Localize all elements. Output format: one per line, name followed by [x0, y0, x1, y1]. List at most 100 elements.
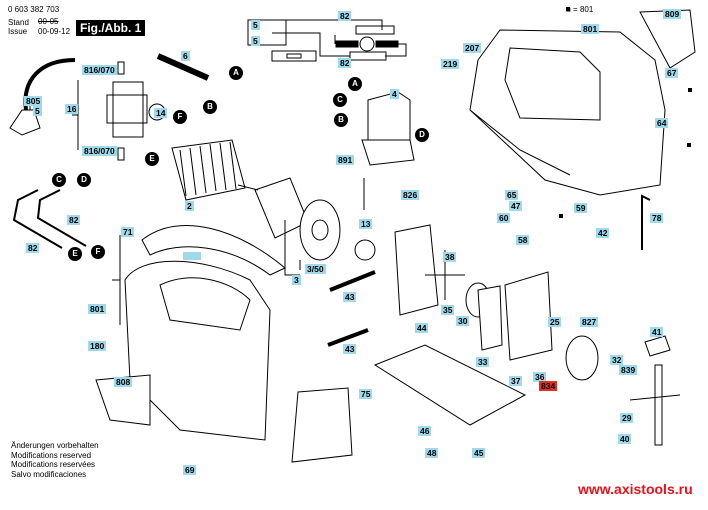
disclaimer-notes: Änderungen vorbehalten Modifications res…: [11, 441, 99, 479]
part-label-816-070[interactable]: 816/070: [82, 65, 117, 75]
part-label-219[interactable]: 219: [441, 59, 460, 69]
part-label-3-50[interactable]: 3/50: [305, 264, 326, 274]
part-label-71[interactable]: 71: [121, 227, 135, 237]
part-label-64[interactable]: 64: [655, 118, 669, 128]
part-label-38[interactable]: 38: [443, 252, 457, 262]
part-label-41[interactable]: 41: [650, 327, 664, 337]
part-label-25[interactable]: 25: [548, 317, 562, 327]
part-label-82[interactable]: 82: [338, 58, 352, 68]
part-label-36[interactable]: 36: [533, 372, 547, 382]
part-label-48[interactable]: 48: [425, 448, 439, 458]
marker-square-icon: [688, 88, 692, 92]
part-number: 0 603 382 703: [8, 5, 60, 14]
part-label-82[interactable]: 82: [338, 11, 352, 21]
part-label-45[interactable]: 45: [472, 448, 486, 458]
part-label-180[interactable]: 180: [88, 341, 107, 351]
part-label-2[interactable]: 2: [185, 201, 194, 211]
note-es: Salvo modificaciones: [11, 469, 87, 479]
part-label-82[interactable]: 82: [67, 215, 81, 225]
part-label-827[interactable]: 827: [580, 317, 599, 327]
part-label-834-highlighted[interactable]: 834: [539, 381, 558, 391]
legend-marker: ■ = 801: [566, 5, 594, 14]
part-label-826[interactable]: 826: [401, 190, 420, 200]
part-label-16[interactable]: 16: [65, 104, 79, 114]
guard-drawing: [291, 387, 353, 463]
part-label-30[interactable]: 30: [456, 316, 470, 326]
part-label-808[interactable]: 808: [114, 377, 133, 387]
carbon-brush-drawing: [156, 53, 210, 81]
part-label-35[interactable]: 35: [441, 305, 455, 315]
hex-key-drawing: [641, 194, 651, 250]
marker-square-icon: [559, 214, 563, 218]
part-label-816-070[interactable]: 816/070: [82, 146, 117, 156]
part-label-3[interactable]: 3: [292, 275, 301, 285]
part-label-60[interactable]: 60: [497, 213, 511, 223]
part-label-59[interactable]: 59: [574, 203, 588, 213]
connector-e-marker: E: [145, 152, 159, 166]
part-label-5[interactable]: 5: [33, 106, 42, 116]
blank-label: [183, 252, 201, 260]
pin-43-upper-drawing: [329, 270, 376, 292]
gear-drawing: [565, 335, 599, 381]
part-label-13[interactable]: 13: [359, 219, 373, 229]
bracket-16-line: [72, 80, 79, 150]
website-link[interactable]: www.axistools.ru: [578, 481, 693, 497]
marker-square-icon: [566, 7, 570, 11]
part-label-14[interactable]: 14: [154, 108, 168, 118]
part-label-37[interactable]: 37: [509, 376, 523, 386]
bracket-drawing: [644, 335, 671, 357]
part-label-78[interactable]: 78: [650, 213, 664, 223]
connector-a-marker: A: [348, 77, 362, 91]
figure-title: Fig./Abb. 1: [76, 20, 146, 36]
bearing-drawing: [354, 239, 376, 261]
part-label-43[interactable]: 43: [343, 344, 357, 354]
part-label-65[interactable]: 65: [505, 190, 519, 200]
part-label-801[interactable]: 801: [581, 24, 600, 34]
plunger-plate-drawing: [477, 285, 503, 351]
part-label-4[interactable]: 4: [390, 89, 399, 99]
main-housing-drawing: [124, 260, 271, 441]
part-label-839[interactable]: 839: [619, 365, 638, 375]
part-label-33[interactable]: 33: [476, 357, 490, 367]
stator-drawing: [148, 103, 246, 201]
connector-b-marker: B: [334, 113, 348, 127]
side-panel-drawing: [95, 374, 151, 426]
note-de: Änderungen vorbehalten: [11, 441, 99, 450]
marker-square-icon: [687, 143, 691, 147]
bracket-801-line: [112, 235, 121, 325]
part-label-805[interactable]: 805: [24, 96, 43, 106]
part-label-32[interactable]: 32: [610, 355, 624, 365]
part-label-82[interactable]: 82: [26, 243, 40, 253]
part-label-29[interactable]: 29: [620, 413, 634, 423]
part-label-43[interactable]: 43: [343, 292, 357, 302]
part-label-6[interactable]: 6: [181, 51, 190, 61]
part-label-58[interactable]: 58: [516, 235, 530, 245]
part-label-5[interactable]: 5: [251, 20, 260, 30]
part-label-809[interactable]: 809: [663, 9, 682, 19]
part-label-67[interactable]: 67: [665, 68, 679, 78]
part-label-75[interactable]: 75: [359, 389, 373, 399]
issue-label: Issue: [8, 27, 28, 36]
brush-holder-drawing: [106, 61, 148, 161]
wiring-schematic: [247, 19, 407, 62]
note-en: Modifications reserved: [11, 450, 92, 460]
part-label-801[interactable]: 801: [88, 304, 107, 314]
connector-f-marker: F: [173, 110, 187, 124]
part-label-207[interactable]: 207: [463, 43, 482, 53]
stand-value: 00-05: [38, 17, 59, 26]
part-label-40[interactable]: 40: [618, 434, 632, 444]
connector-d-marker: D: [415, 128, 429, 142]
part-label-69[interactable]: 69: [183, 465, 197, 475]
part-label-47[interactable]: 47: [509, 201, 523, 211]
part-label-891[interactable]: 891: [336, 155, 355, 165]
connector-f-marker: F: [91, 245, 105, 259]
part-label-44[interactable]: 44: [415, 323, 429, 333]
part-label-42[interactable]: 42: [596, 228, 610, 238]
pin-43-lower-drawing: [327, 328, 369, 347]
base-plate-drawing: [373, 344, 527, 426]
guide-plate-drawing: [504, 271, 553, 361]
connector-e-marker: E: [68, 247, 82, 261]
part-label-46[interactable]: 46: [418, 426, 432, 436]
part-label-5[interactable]: 5: [251, 36, 260, 46]
